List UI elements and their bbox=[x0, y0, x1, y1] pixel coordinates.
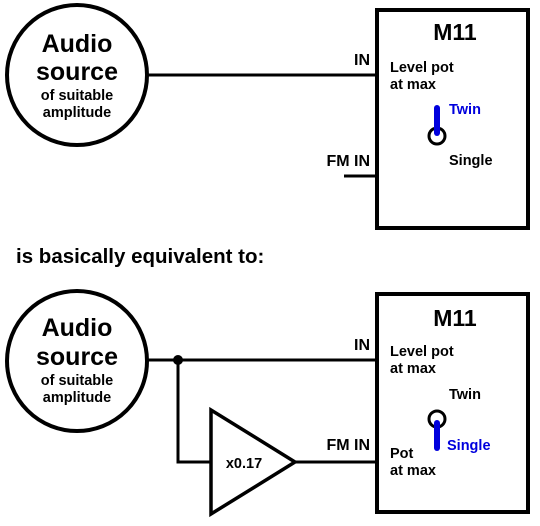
amplifier-gain-label: x0.17 bbox=[226, 456, 262, 472]
bottom-source-line2: source bbox=[36, 343, 118, 371]
bottom-source-line1: Audio bbox=[42, 314, 113, 342]
top-level-line2: at max bbox=[390, 77, 436, 93]
top-switch-twin-label: Twin bbox=[449, 102, 481, 118]
bottom-source-line4: amplitude bbox=[43, 390, 111, 406]
bottom-diagram: Audio source of suitable amplitude x0.17… bbox=[5, 289, 530, 518]
top-in-label: IN bbox=[354, 52, 370, 69]
top-source-line4: amplitude bbox=[43, 105, 111, 121]
bottom-switch-twin-label: Twin bbox=[449, 387, 481, 403]
amplifier-triangle bbox=[209, 406, 299, 518]
bottom-m11-title: M11 bbox=[433, 305, 477, 331]
bottom-switch-single-label: Single bbox=[447, 438, 491, 454]
top-m11-title: M11 bbox=[433, 19, 477, 45]
top-source-line3: of suitable bbox=[41, 88, 114, 104]
equivalence-caption: is basically equivalent to: bbox=[16, 245, 264, 268]
bottom-pot-line1: Pot bbox=[390, 446, 414, 462]
top-switch-single-label: Single bbox=[449, 153, 493, 169]
bottom-level-line1: Level pot bbox=[390, 344, 454, 360]
top-level-line1: Level pot bbox=[390, 60, 454, 76]
bottom-in-label: IN bbox=[354, 337, 370, 354]
top-fm-in-label: FM IN bbox=[326, 153, 370, 170]
bottom-pot-line2: at max bbox=[390, 463, 436, 479]
bottom-level-line2: at max bbox=[390, 361, 436, 377]
top-m11-module bbox=[375, 8, 530, 230]
bottom-m11-module bbox=[375, 292, 530, 514]
top-diagram: Audio source of suitable amplitude IN FM… bbox=[5, 3, 530, 230]
top-source-line2: source bbox=[36, 58, 118, 86]
bottom-fm-in-label: FM IN bbox=[326, 437, 370, 454]
bottom-source-line3: of suitable bbox=[41, 373, 114, 389]
top-source-line1: Audio bbox=[42, 30, 113, 58]
